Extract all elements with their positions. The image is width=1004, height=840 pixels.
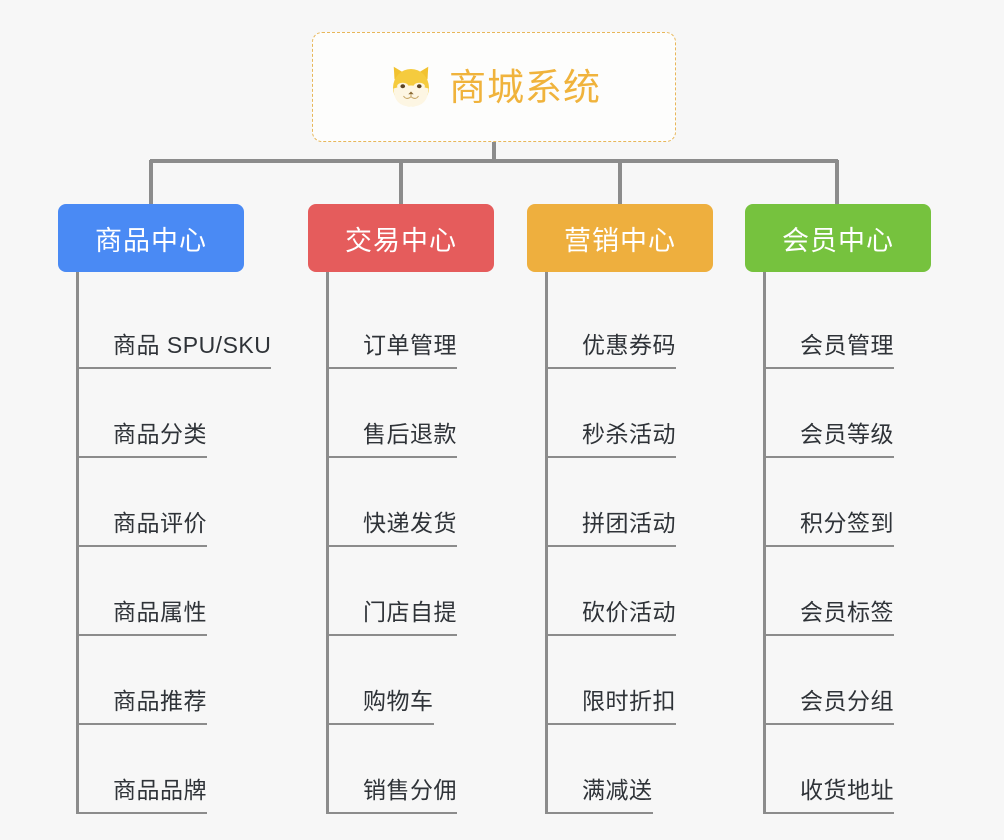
leaf-item[interactable]: 拼团活动 bbox=[548, 458, 713, 547]
leaf-item[interactable]: 销售分佣 bbox=[329, 725, 494, 814]
category-column-2: 营销中心 优惠券码 秒杀活动 拼团活动 砍价活动 限时折扣 满减送 bbox=[527, 204, 713, 814]
leaf-item[interactable]: 订单管理 bbox=[329, 280, 494, 369]
root-node[interactable]: 商城系统 bbox=[312, 32, 676, 142]
category-column-1: 交易中心 订单管理 售后退款 快递发货 门店自提 购物车 销售分佣 bbox=[308, 204, 494, 814]
leaf-item[interactable]: 购物车 bbox=[329, 636, 494, 725]
leaf-label: 优惠券码 bbox=[582, 331, 676, 369]
leaf-label: 门店自提 bbox=[363, 598, 457, 636]
leaf-label: 快递发货 bbox=[363, 509, 457, 547]
leaf-item[interactable]: 会员管理 bbox=[766, 280, 931, 369]
category-header-3[interactable]: 会员中心 bbox=[745, 204, 931, 272]
leaf-label: 商品品牌 bbox=[113, 776, 207, 814]
leaf-label: 销售分佣 bbox=[363, 776, 457, 814]
leaf-label: 拼团活动 bbox=[582, 509, 676, 547]
category-label: 营销中心 bbox=[564, 225, 676, 256]
leaf-label: 满减送 bbox=[582, 776, 653, 814]
leaf-label: 砍价活动 bbox=[582, 598, 676, 636]
leaf-item[interactable]: 快递发货 bbox=[329, 458, 494, 547]
leaf-item[interactable]: 会员等级 bbox=[766, 369, 931, 458]
leaf-item[interactable]: 优惠券码 bbox=[548, 280, 713, 369]
leaf-item[interactable]: 限时折扣 bbox=[548, 636, 713, 725]
category-header-0[interactable]: 商品中心 bbox=[58, 204, 244, 272]
leaf-label: 售后退款 bbox=[363, 420, 457, 458]
leaf-label: 购物车 bbox=[363, 687, 434, 725]
leaf-label: 会员标签 bbox=[800, 598, 894, 636]
shiba-dog-face-icon bbox=[387, 63, 435, 111]
category-label: 交易中心 bbox=[345, 225, 457, 256]
leaf-item[interactable]: 会员标签 bbox=[766, 547, 931, 636]
leaf-item[interactable]: 砍价活动 bbox=[548, 547, 713, 636]
leaf-item[interactable]: 商品 SPU/SKU bbox=[79, 280, 272, 369]
leaf-label: 会员管理 bbox=[800, 331, 894, 369]
leaf-item[interactable]: 商品评价 bbox=[79, 458, 271, 547]
root-title: 商城系统 bbox=[449, 66, 601, 108]
leaf-label: 订单管理 bbox=[363, 331, 457, 369]
category-column-3: 会员中心 会员管理 会员等级 积分签到 会员标签 会员分组 收货地址 bbox=[745, 204, 931, 814]
leaf-label: 收货地址 bbox=[800, 776, 894, 814]
leaf-label: 会员等级 bbox=[800, 420, 894, 458]
leaf-item[interactable]: 商品推荐 bbox=[79, 636, 271, 725]
category-branch-0: 商品 SPU/SKU 商品分类 商品评价 商品属性 商品推荐 商品品牌 bbox=[76, 272, 272, 814]
leaf-item[interactable]: 会员分组 bbox=[766, 636, 931, 725]
leaf-item[interactable]: 积分签到 bbox=[766, 458, 931, 547]
leaf-label: 积分签到 bbox=[800, 509, 894, 547]
leaf-item[interactable]: 门店自提 bbox=[329, 547, 494, 636]
category-branch-1: 订单管理 售后退款 快递发货 门店自提 购物车 销售分佣 bbox=[326, 272, 494, 814]
leaf-label: 商品分类 bbox=[113, 420, 207, 458]
leaf-label: 商品评价 bbox=[113, 509, 207, 547]
category-branch-3: 会员管理 会员等级 积分签到 会员标签 会员分组 收货地址 bbox=[763, 272, 931, 814]
leaf-item[interactable]: 商品品牌 bbox=[79, 725, 271, 814]
leaf-item[interactable]: 商品属性 bbox=[79, 547, 271, 636]
leaf-item[interactable]: 售后退款 bbox=[329, 369, 494, 458]
leaf-label: 限时折扣 bbox=[582, 687, 676, 725]
leaf-label: 商品推荐 bbox=[113, 687, 207, 725]
category-branch-2: 优惠券码 秒杀活动 拼团活动 砍价活动 限时折扣 满减送 bbox=[545, 272, 713, 814]
leaf-item[interactable]: 满减送 bbox=[548, 725, 713, 814]
leaf-label: 商品 SPU/SKU bbox=[113, 331, 272, 369]
leaf-item[interactable]: 商品分类 bbox=[79, 369, 271, 458]
category-header-1[interactable]: 交易中心 bbox=[308, 204, 494, 272]
category-label: 会员中心 bbox=[782, 225, 894, 256]
leaf-label: 秒杀活动 bbox=[582, 420, 676, 458]
leaf-label: 会员分组 bbox=[800, 687, 894, 725]
category-label: 商品中心 bbox=[95, 225, 207, 256]
leaf-item[interactable]: 秒杀活动 bbox=[548, 369, 713, 458]
category-column-0: 商品中心 商品 SPU/SKU 商品分类 商品评价 商品属性 商品推荐 商品品牌 bbox=[58, 204, 272, 814]
leaf-item[interactable]: 收货地址 bbox=[766, 725, 931, 814]
category-header-2[interactable]: 营销中心 bbox=[527, 204, 713, 272]
leaf-label: 商品属性 bbox=[113, 598, 207, 636]
